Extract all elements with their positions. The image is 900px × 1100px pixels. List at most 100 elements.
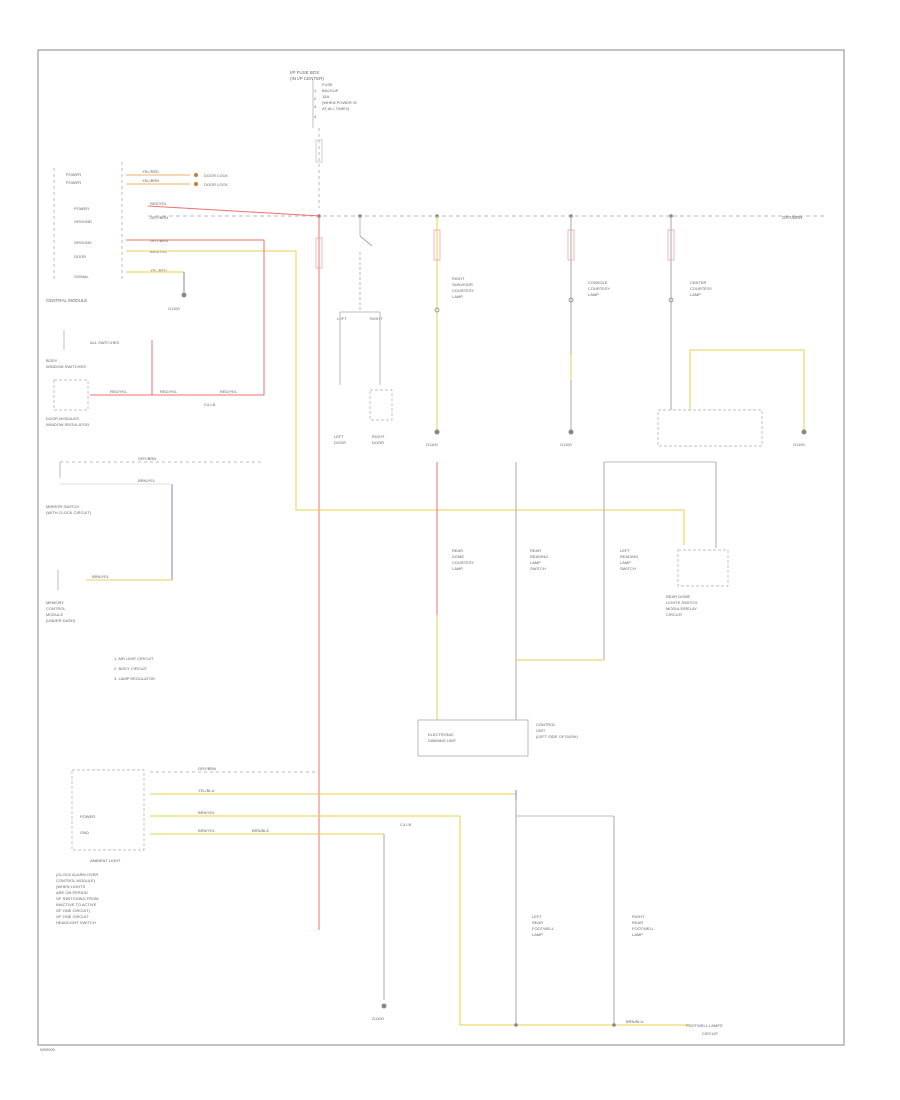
memory-block: BRN/YEL MEMORY CONTROL MODULE (UNDER DAS…: [46, 570, 110, 623]
fuse-block-subtitle: (IN I/P CENTER): [290, 76, 324, 81]
top-lamp-1: RIGHT SUNVISOR COURTESY LAMP G1100: [426, 216, 474, 447]
wire-label: YEL/BLU: [198, 788, 215, 793]
pin-label: GND: [80, 830, 89, 835]
footwell-lamps: LEFT REAR FOOTWELL LAMP RIGHT REAR FOOTW…: [459, 790, 723, 1036]
fuse-block-title: I/P FUSE BOX: [290, 70, 319, 75]
module-pin-label: POWER: [66, 172, 81, 177]
lamp-label: COURTESY: [588, 286, 610, 291]
lamp-label: COURTESY: [690, 286, 712, 291]
wire-label: BRN/YEL: [92, 574, 110, 579]
module-text: DOOR MODULES: [46, 416, 79, 421]
switch-label: MIRROR SWITCH: [46, 504, 79, 509]
module-name: CENTRAL MODULE: [46, 298, 87, 303]
fuse-label: AT ALL TIMES): [322, 106, 350, 111]
footer-id: W09000: [40, 1047, 56, 1052]
lamp-label: COURTESY: [452, 560, 474, 565]
wire-label: BRN/BLK: [252, 828, 269, 833]
lamp-label: REAR: [530, 548, 541, 553]
wire-label: RED/YEL: [110, 389, 128, 394]
lamp-label: READING: [620, 554, 638, 559]
lamp-label: READING: [530, 554, 548, 559]
description: (CLOCK ALARM OVER: [56, 872, 98, 877]
fuse-label: FUSE: [322, 82, 333, 87]
module-name: DIMMING UNIT: [428, 738, 457, 743]
lamp-label: CONSOLE: [588, 280, 608, 285]
top-lamp-3: CENTER COURTESY LAMP G1100: [657, 216, 807, 447]
svg-text:4: 4: [314, 114, 317, 119]
module-text: WINDOW SWITCHES: [46, 364, 86, 369]
description: OF ONE CIRCUIT): [56, 908, 91, 913]
module-text: (LEFT SIDE OF DASH): [536, 734, 578, 739]
lamp-label: REAR: [452, 548, 463, 553]
description: INACTIVE TO ACTIVE: [56, 902, 97, 907]
lamp-label: RIGHT: [632, 914, 645, 919]
description: (WHEN LIGHTS: [56, 884, 85, 889]
switch-side-label: RIGHT: [370, 316, 383, 321]
wire-label: BRN/YEL: [138, 478, 156, 483]
fuse-label: (WHEN POWER IS: [322, 100, 357, 105]
memory-label: (UNDER DASH): [46, 618, 76, 623]
legend-item: 3. LAMP REGULATOR: [114, 676, 155, 681]
wire-label: FOOTWELL LAMPS: [686, 1023, 723, 1028]
switch-side-label: LEFT: [337, 316, 347, 321]
door-label: DOOR: [334, 440, 346, 445]
lamp-label: SWITCH: [530, 566, 546, 571]
lamp-label: LAMP: [530, 560, 541, 565]
wire-label: GRY/BRN: [198, 766, 216, 771]
lamp-label: FOOTWELL: [632, 926, 655, 931]
module-pin-label: DOOR: [74, 254, 86, 259]
lamp-label: LAMP: [532, 932, 543, 937]
mid-lamp-1: REAR DOME COURTESY LAMP: [452, 548, 474, 571]
door-label: DOOR: [372, 440, 384, 445]
connector-label: C4 LB: [400, 822, 411, 827]
legend-item: 1. AIR LIMIT CIRCUIT: [114, 656, 154, 661]
wire-label: YEL/RED: [150, 268, 167, 273]
rear-dome-module: REAR DOME LIGHTS SWITCH MODULE/RELAY CIR…: [666, 549, 729, 617]
description: OF SWITCHING FROM: [56, 896, 98, 901]
diagram-border: [37, 49, 845, 1046]
lamp-label: LEFT: [532, 914, 542, 919]
module-pin-label: SIGNAL: [74, 274, 89, 279]
fuse-label: BACKUP: [322, 88, 339, 93]
switch-label: (WITH CLOCK CIRCUIT): [46, 510, 92, 515]
module-text: BODY: [46, 358, 58, 363]
module-text: LIGHTS SWITCH: [666, 600, 697, 605]
lower-unit: POWER GND AMBIENT LIGHT GRY/BRN YEL/BLU …: [56, 766, 516, 1021]
wire-label: BRN/YEL: [198, 810, 216, 815]
memory-label: MEMORY: [46, 600, 64, 605]
svg-text:2: 2: [314, 96, 317, 101]
mid-lamp-2: REAR READING LAMP SWITCH: [530, 548, 548, 571]
fuse-label: 15A: [322, 94, 329, 99]
lamp-label: LAMP: [588, 292, 599, 297]
lamp-label: LAMP: [452, 294, 463, 299]
module-name: ELECTRONIC: [428, 732, 454, 737]
ground-label: G1100: [426, 442, 438, 447]
legend: 1. AIR LIMIT CIRCUIT 2. BODY CIRCUIT 3. …: [114, 656, 155, 681]
description: OF ONE CIRCUIT: [56, 914, 89, 919]
mid-lamp-3: LEFT READING LAMP SWITCH: [620, 548, 638, 571]
module-text: CONTROL: [536, 722, 556, 727]
module-text: WINDOW REGULATOR: [46, 422, 89, 427]
lamp-label: FOOTWELL: [532, 926, 555, 931]
lamp-label: COURTESY: [452, 288, 474, 293]
memory-label: MODULE: [46, 612, 63, 617]
module-text: ALL SWITCHES: [90, 340, 120, 345]
central-module: POWER POWER POWER GROUND GROUND DOOR SIG…: [46, 162, 296, 311]
ground-label: G1100: [372, 1016, 384, 1021]
small-modules: ALL SWITCHES BODY WINDOW SWITCHES RED/YE…: [46, 330, 264, 427]
pin-label: POWER: [80, 814, 95, 819]
wire-label: RED/YEL: [160, 389, 178, 394]
lamp-label: DOME: [452, 554, 464, 559]
module-pin-label: POWER: [74, 206, 89, 211]
module-pin-label: GROUND: [74, 240, 92, 245]
wire-label: BRN/BLU: [626, 1019, 643, 1024]
wire-label: RED/YEL: [150, 201, 168, 206]
fuse-block: I/P FUSE BOX (IN I/P CENTER) FUSE BACKUP…: [290, 70, 357, 208]
wire-label: CIRCUIT: [702, 1031, 719, 1036]
legend-item: 2. BODY CIRCUIT: [114, 666, 148, 671]
description: HEADLIGHT SWITCH: [56, 920, 96, 925]
module-text: UNIT: [536, 728, 546, 733]
top-bus-label: GRY/BRN: [782, 215, 802, 220]
connector-label: C4 LB: [204, 402, 215, 407]
